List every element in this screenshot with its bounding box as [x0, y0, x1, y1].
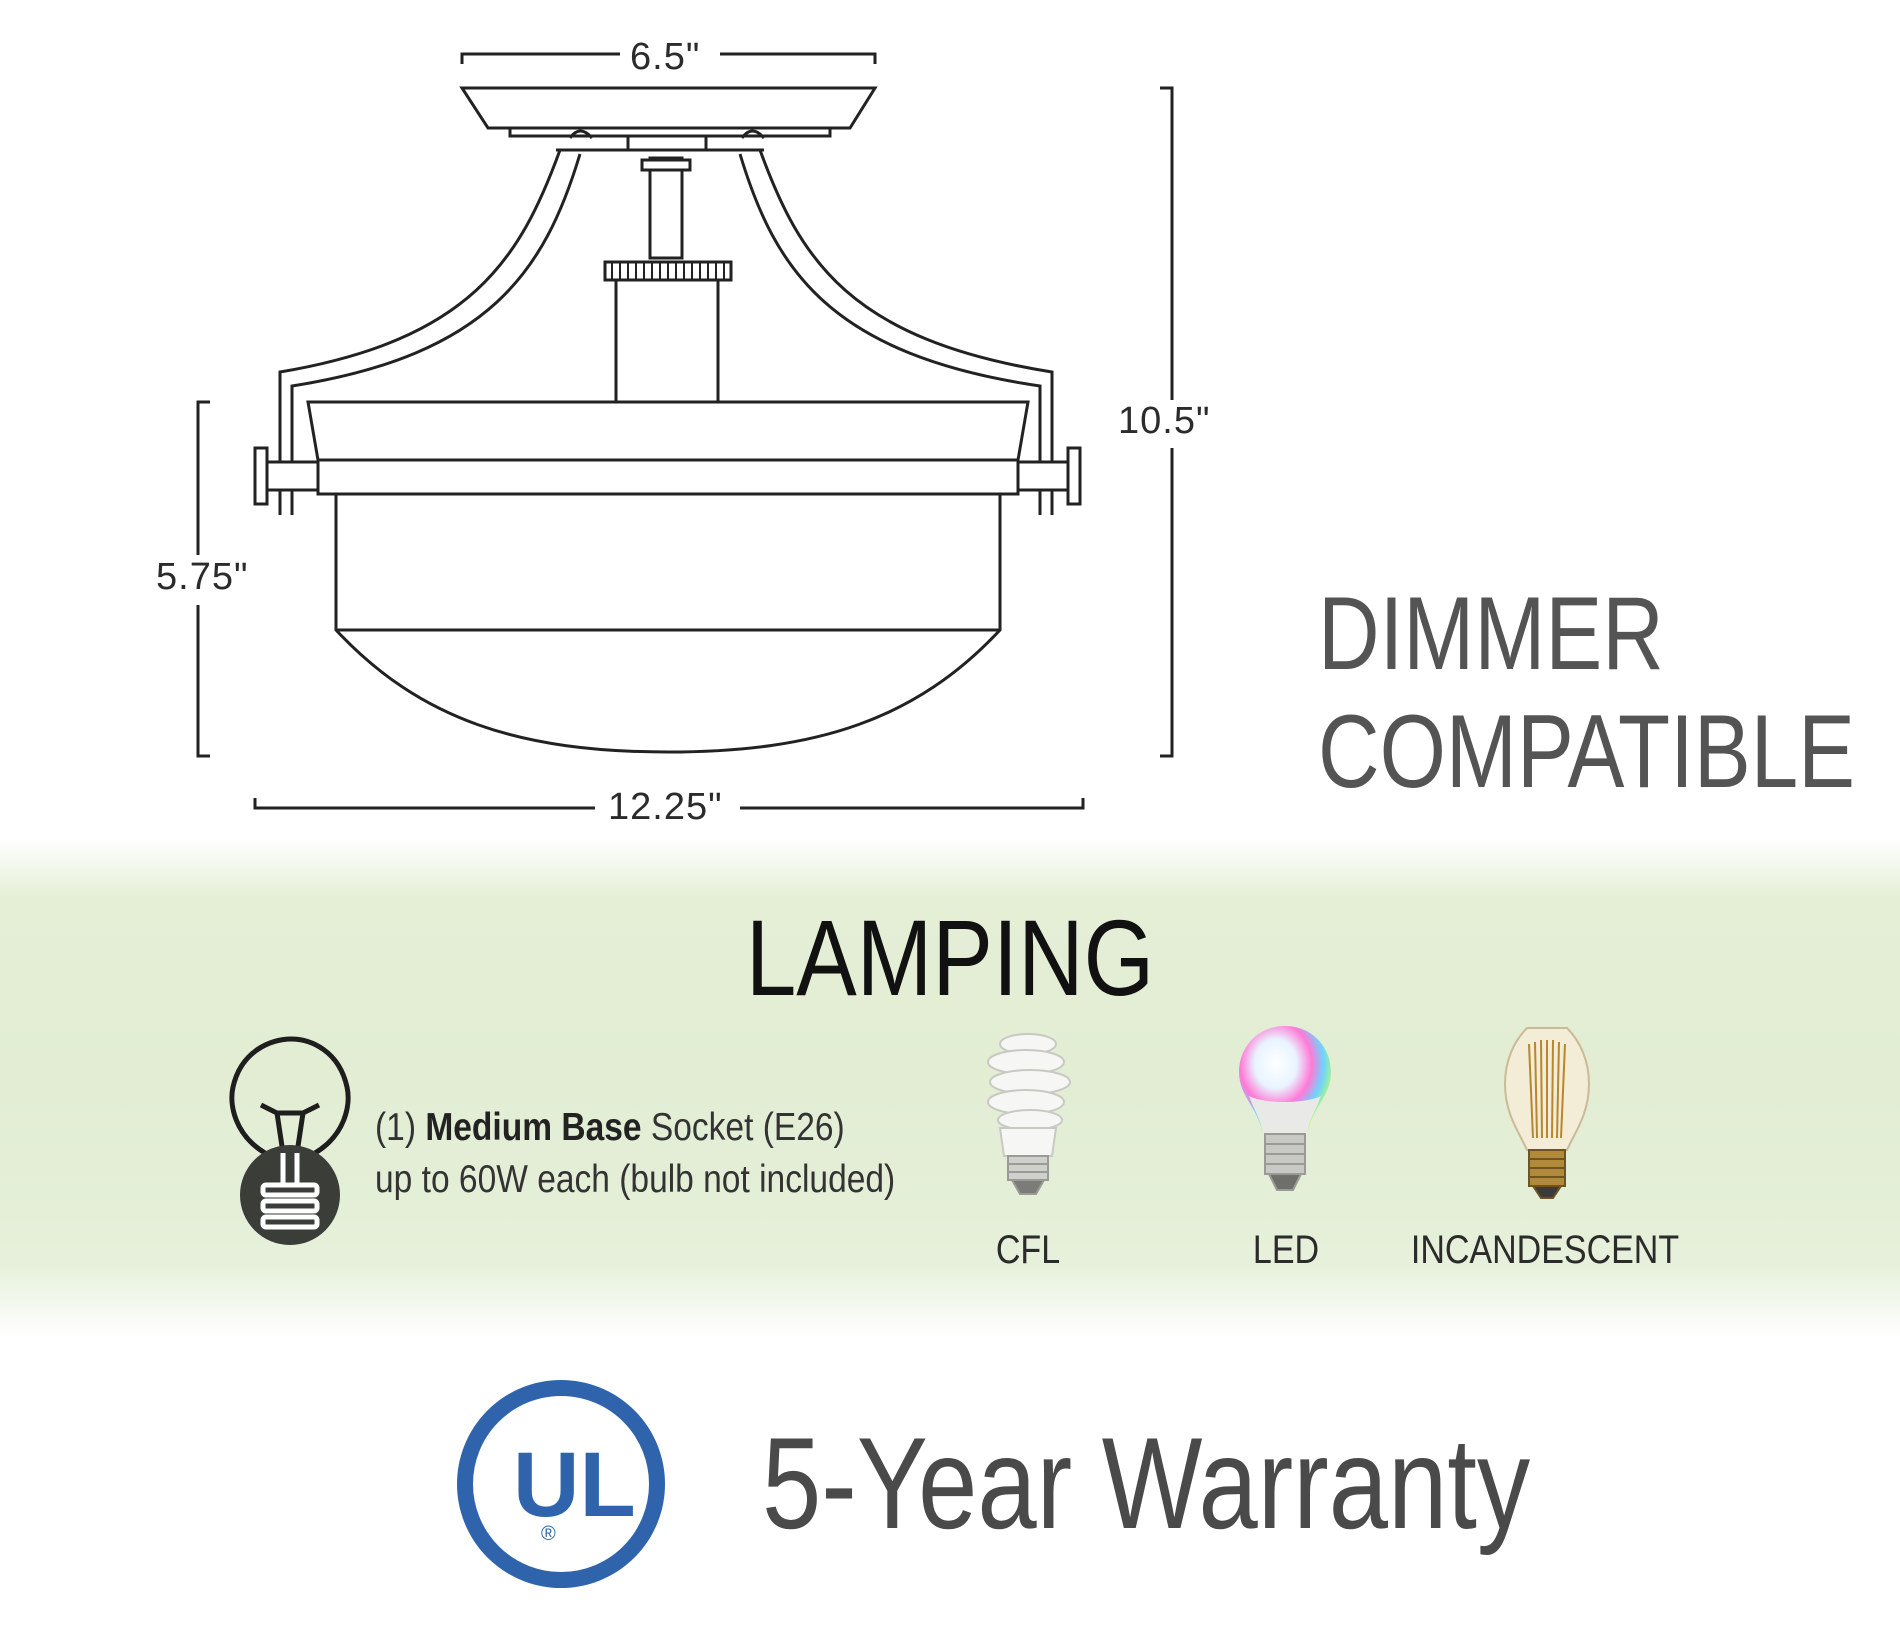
socket-line-1: (1) Medium Base Socket (E26) [375, 1102, 895, 1154]
left-arm-outer [278, 149, 562, 515]
socket-description: (1) Medium Base Socket (E26) up to 60W e… [375, 1102, 895, 1206]
shade-top [306, 400, 1030, 462]
dimension-top-width: 6.5" [624, 36, 707, 79]
right-screw [1066, 446, 1082, 506]
lamping-title: LAMPING [745, 897, 1155, 1018]
cfl-bulb-icon [987, 1033, 1071, 1195]
fixture-stem [648, 156, 684, 260]
shade-ring [316, 458, 1020, 496]
left-arm-inner [290, 153, 582, 515]
dimmer-line-2: COMPATIBLE [1318, 694, 1856, 810]
left-screw [253, 446, 269, 506]
socket-rest: Socket (E26) [650, 1106, 845, 1149]
ul-registered-mark: ® [541, 1523, 556, 1545]
glass-bowl [334, 494, 1002, 754]
socket-line-2: up to 60W each (bulb not included) [375, 1158, 896, 1201]
ul-logo-icon: UL ® [457, 1380, 665, 1588]
led-bulb-icon [1239, 1026, 1331, 1191]
right-arm-inner [738, 153, 1042, 515]
ul-logo-text: UL [513, 1434, 636, 1536]
right-arm-outer [758, 149, 1054, 515]
ceiling-canopy [459, 86, 878, 130]
bulb-outline-icon [229, 1036, 351, 1245]
dimension-shade-height: 5.75" [150, 556, 255, 599]
dimmer-line-1: DIMMER [1318, 576, 1664, 692]
dimmer-compatible-text: DIMMER COMPATIBLE [1318, 575, 1856, 811]
warranty-text: 5-Year Warranty [762, 1410, 1531, 1556]
socket-count: (1) [375, 1106, 416, 1149]
dimension-shade-width: 12.25" [602, 786, 729, 829]
bulb-label-incandescent: INCANDESCENT [1410, 1228, 1680, 1272]
socket-type: Medium Base [425, 1106, 642, 1149]
socket-housing [614, 278, 720, 404]
fixture-dimension-diagram [196, 52, 1174, 810]
bulb-label-led: LED [1252, 1228, 1320, 1272]
dimension-total-height: 10.5" [1112, 400, 1217, 443]
incandescent-bulb-icon [1503, 1027, 1591, 1199]
bulb-label-cfl: CFL [995, 1228, 1061, 1272]
